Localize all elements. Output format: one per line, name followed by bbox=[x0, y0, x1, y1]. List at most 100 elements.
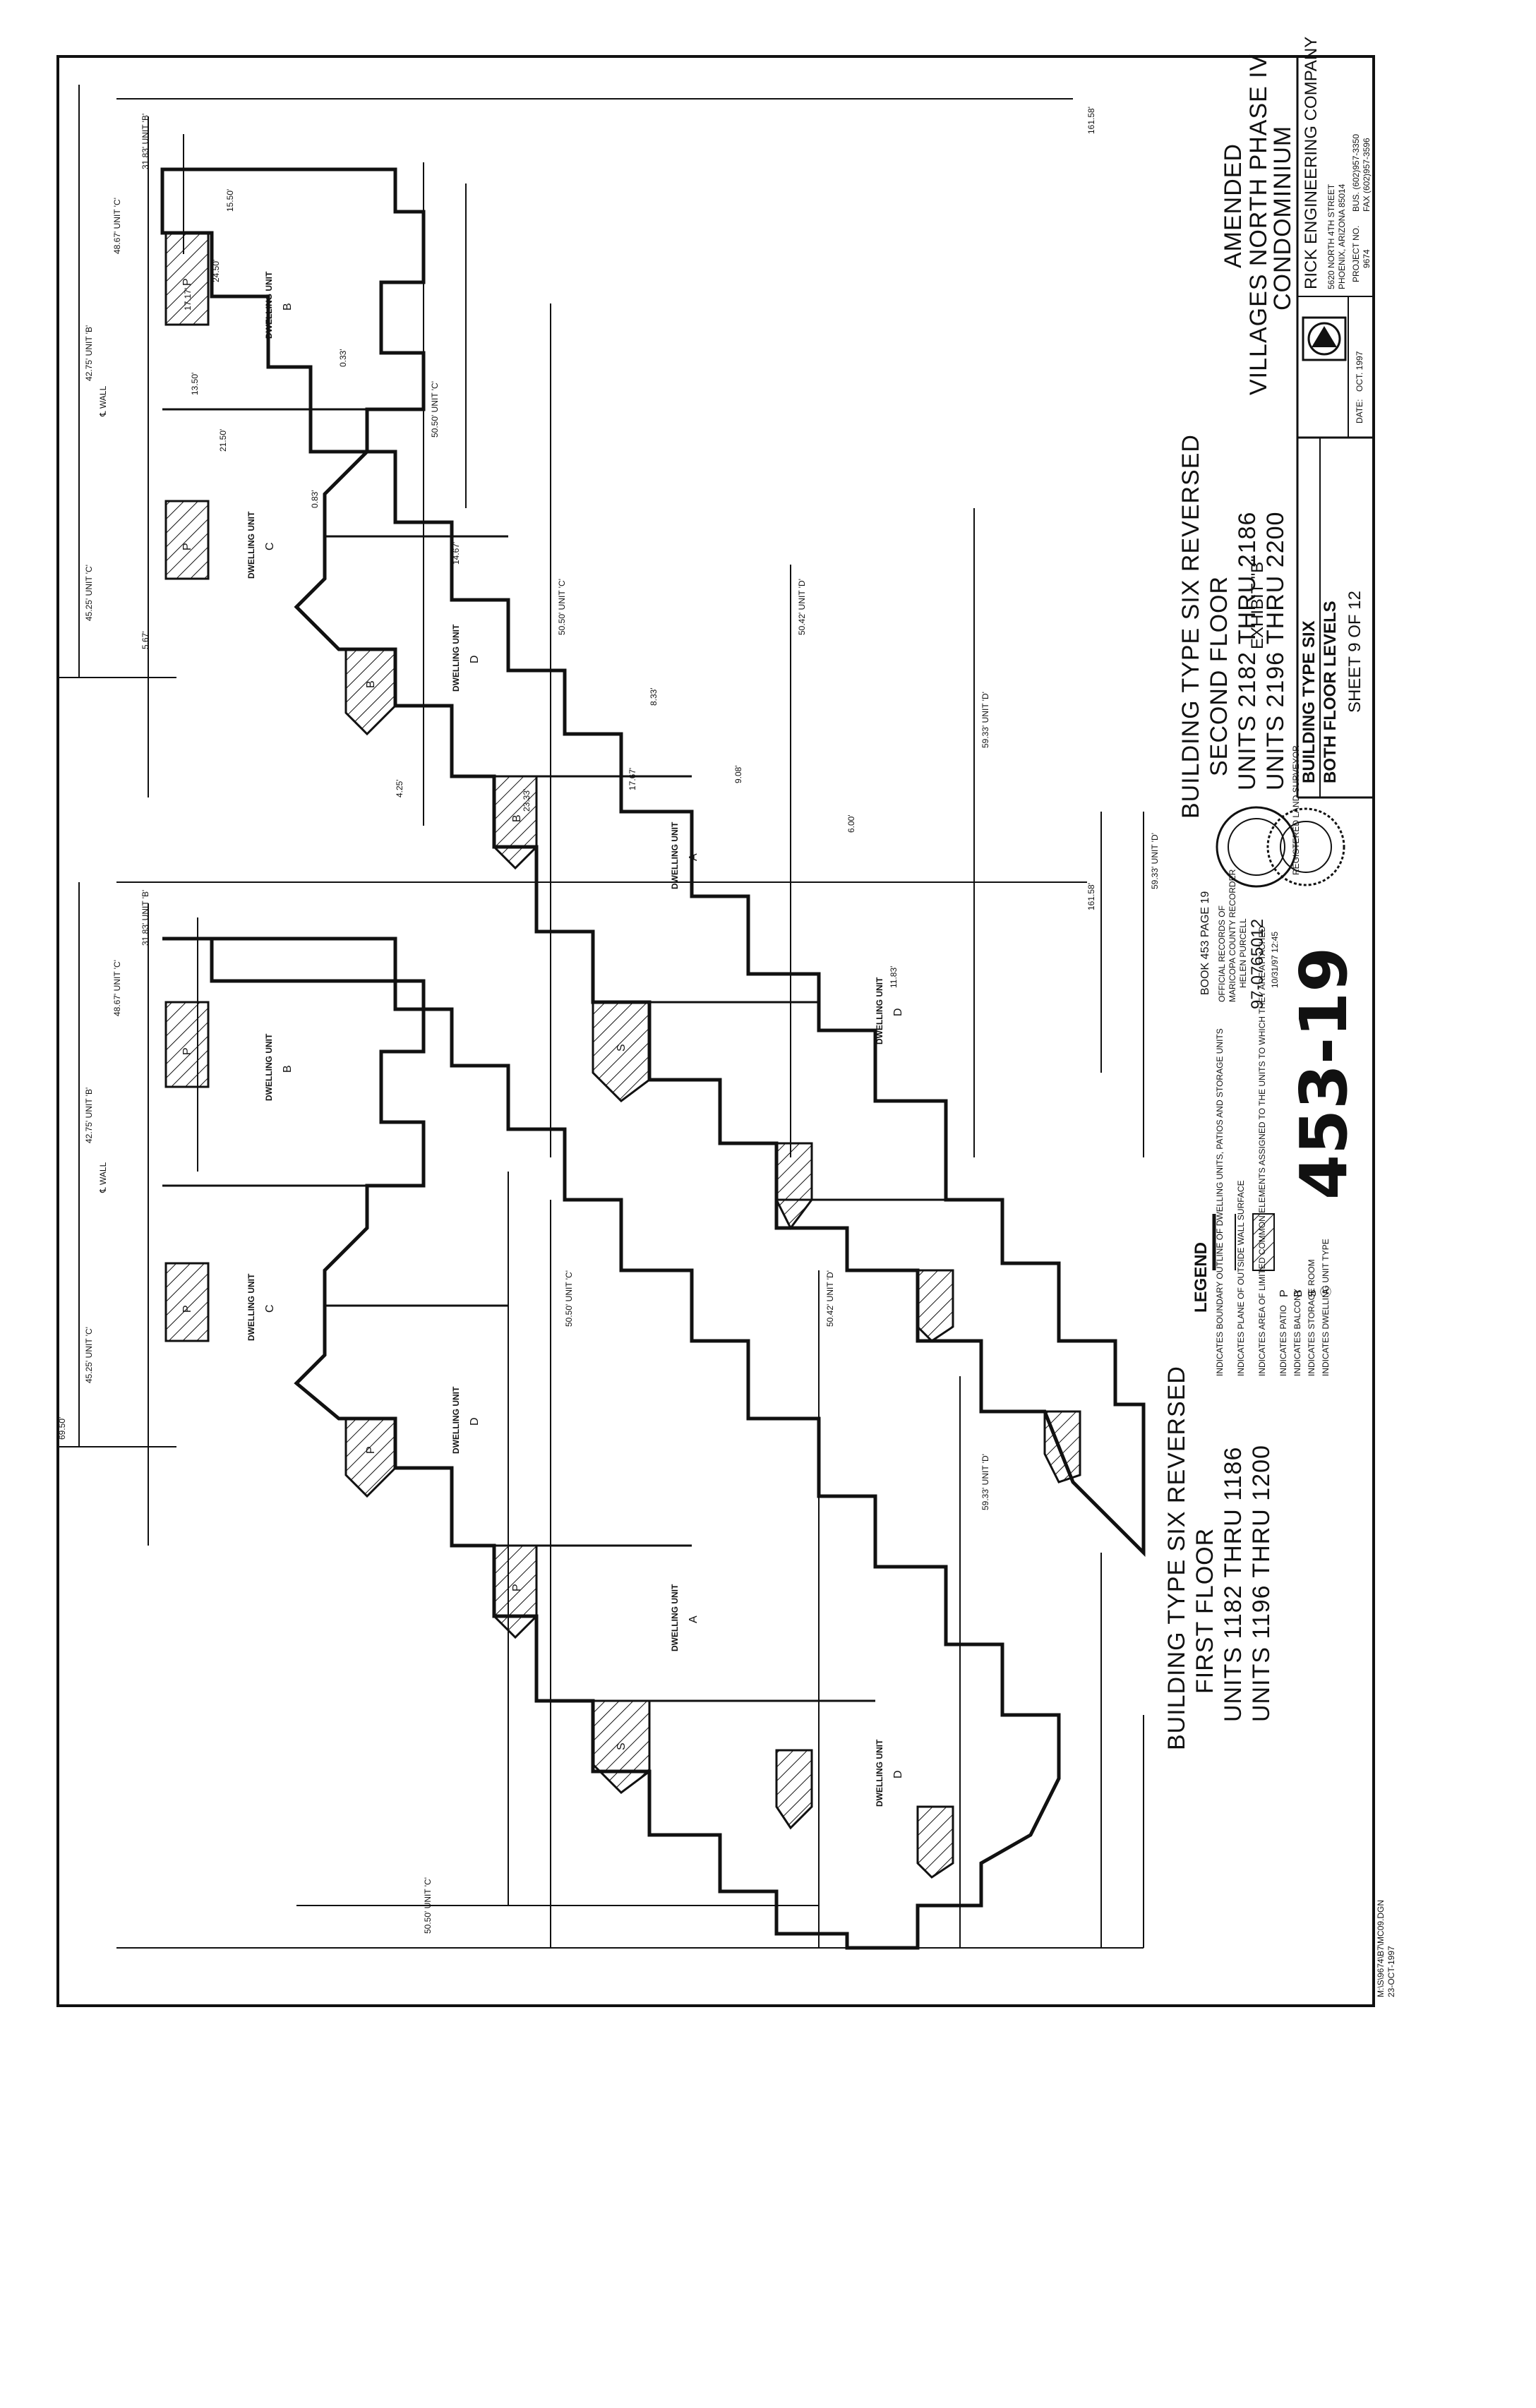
dim-50-42-unit-d: 50.42' UNIT 'D' bbox=[797, 578, 807, 635]
dim-8-33: 8.33' bbox=[649, 687, 659, 706]
recording-records-3: HELEN PURCELL bbox=[1238, 918, 1248, 988]
handwritten-book-page: 453-19 bbox=[1286, 946, 1362, 1200]
dwelling-unit-label: DWELLING UNIT bbox=[246, 511, 256, 579]
project-condo: CONDOMINIUM bbox=[1269, 125, 1296, 311]
unit-type-badge: A bbox=[688, 853, 700, 861]
recording-records-2: MARICOPA COUNTY RECORDER bbox=[1228, 869, 1237, 1002]
patio-code: P bbox=[181, 543, 193, 550]
recorder-seal-icon bbox=[1216, 806, 1297, 888]
patio-code: P bbox=[181, 278, 193, 286]
recording-dated: 10/31/97 12:45 bbox=[1270, 931, 1280, 988]
dim-overall-width-first: 161.58' bbox=[1086, 883, 1096, 910]
sheet-title-1: BUILDING TYPE SIX bbox=[1300, 620, 1319, 783]
legend-item-7: INDICATES DWELLING UNIT TYPE bbox=[1321, 1239, 1331, 1376]
dim-6-00: 6.00' bbox=[846, 814, 856, 833]
dwelling-unit-label: DWELLING UNIT bbox=[246, 1273, 256, 1341]
storage-code: S bbox=[616, 1742, 628, 1750]
first-floor-outline bbox=[162, 937, 1061, 1950]
unit-type-badge: C bbox=[264, 542, 276, 550]
unit-type-badge: B bbox=[282, 303, 294, 311]
unit-type-badge: D bbox=[469, 1417, 481, 1426]
recording-book: BOOK 453 PAGE 19 bbox=[1199, 891, 1211, 995]
patio-code: P bbox=[181, 1047, 193, 1055]
first-floor-units-2: UNITS 1196 THRU 1200 bbox=[1248, 1445, 1275, 1722]
dim-unit-b-depth-first: 42.75' UNIT 'B' bbox=[84, 1087, 94, 1143]
unit-dividing-walls bbox=[162, 408, 1002, 1702]
unit-type-badge: D bbox=[892, 1770, 904, 1778]
patio-code: P bbox=[365, 1446, 377, 1454]
dim-15-50: 15.50' bbox=[225, 188, 235, 212]
company-fax: FAX (602)957-3596 bbox=[1362, 138, 1372, 212]
dim-23-33: 23.33' bbox=[522, 788, 532, 812]
company-address-2: PHOENIX, ARIZONA 85014 bbox=[1337, 183, 1347, 289]
dim-overall-height: 69.50' bbox=[57, 1416, 67, 1440]
dim-0-33: 0.33' bbox=[338, 349, 348, 367]
unit-type-badge: C bbox=[264, 1304, 276, 1313]
second-floor-units-2: UNITS 2196 THRU 2200 bbox=[1262, 511, 1289, 790]
dim-11-83: 11.83' bbox=[889, 965, 899, 988]
second-floor-title: BUILDING TYPE SIX REVERSED bbox=[1177, 434, 1204, 819]
sheet-title-2: BOTH FLOOR LEVELS bbox=[1321, 601, 1340, 783]
date-label: DATE: bbox=[1355, 399, 1364, 423]
exhibit-label: EXHIBIT "B" bbox=[1248, 555, 1267, 649]
second-floor-units-1: UNITS 2182 THRU 2186 bbox=[1234, 511, 1261, 790]
dim-24-50: 24.50' bbox=[211, 259, 221, 282]
dim-50-50-unit-c-2: 50.50' UNIT 'C' bbox=[557, 578, 567, 635]
dim-unit-b-width-first: 31.83' UNIT 'B' bbox=[140, 889, 150, 946]
dim-0-83: 0.83' bbox=[310, 490, 320, 508]
dim-unit-c-depth-first: 45.25' UNIT 'C' bbox=[84, 1326, 94, 1383]
storage-code: S bbox=[616, 1044, 628, 1052]
legend-item-4: INDICATES PATIO bbox=[1278, 1305, 1288, 1376]
dim-59-33-unit-d-2: 59.33' UNIT 'D' bbox=[1150, 832, 1160, 889]
company-bus: BUS. (602)957-3350 bbox=[1351, 133, 1361, 212]
legend-item-6: INDICATES STORAGE ROOM bbox=[1307, 1259, 1316, 1376]
company-name: RICK ENGINEERING COMPANY bbox=[1302, 36, 1321, 289]
seal-text: REGISTERED LAND SURVEYOR bbox=[1291, 745, 1301, 875]
dim-unit-c-width: 48.67' UNIT 'C' bbox=[112, 197, 122, 254]
surveyor-seal-icon bbox=[1266, 807, 1345, 886]
company-address-1: 5620 NORTH 4TH STREET bbox=[1326, 183, 1336, 289]
first-floor-level: FIRST FLOOR bbox=[1192, 1527, 1218, 1694]
dim-5-67: 5.67' bbox=[140, 631, 150, 649]
date-value: OCT. 1997 bbox=[1355, 351, 1364, 392]
unit-type-badge: D bbox=[469, 655, 481, 663]
unit-type-badge: D bbox=[892, 1008, 904, 1016]
legend-item-1: INDICATES BOUNDARY OUTLINE OF DWELLING U… bbox=[1215, 1028, 1225, 1376]
file-ref-path: M:\S\9674\B7\MC09.DGN bbox=[1376, 1899, 1386, 1997]
dwelling-unit-label: DWELLING UNIT bbox=[875, 977, 884, 1045]
dim-9-08: 9.08' bbox=[733, 765, 743, 783]
sheet-number: SHEET 9 OF 12 bbox=[1345, 591, 1364, 713]
dimension-lines-second-floor bbox=[58, 85, 1144, 1157]
file-ref-date: 23-OCT-1997 bbox=[1386, 1946, 1396, 1997]
dim-unit-c-depth: 45.25' UNIT 'C' bbox=[84, 564, 94, 621]
balcony-code: B bbox=[511, 814, 523, 822]
patio-code: P bbox=[511, 1584, 523, 1591]
patio-code: P bbox=[181, 1305, 193, 1313]
dim-50-50-unit-c: 50.50' UNIT 'C' bbox=[430, 380, 440, 438]
unit-type-badge: B bbox=[282, 1065, 294, 1073]
dim-50-50-unit-c-first: 50.50' UNIT 'C' bbox=[564, 1270, 574, 1327]
dwelling-unit-label: DWELLING UNIT bbox=[670, 821, 680, 889]
dim-13-50: 13.50' bbox=[190, 372, 200, 395]
recording-docnum: 97-0765012 bbox=[1248, 918, 1267, 1009]
dim-50-50-bottom: 50.50' UNIT 'C' bbox=[423, 1877, 433, 1934]
project-name: VILLAGES NORTH PHASE IV bbox=[1245, 54, 1272, 395]
dwelling-unit-label: DWELLING UNIT bbox=[264, 1033, 274, 1101]
dwelling-unit-label: DWELLING UNIT bbox=[670, 1584, 680, 1651]
dim-unit-b-depth: 42.75' UNIT 'B' bbox=[84, 325, 94, 381]
first-floor-units-1: UNITS 1182 THRU 1186 bbox=[1220, 1446, 1247, 1722]
legend-symbol-patio: P bbox=[1278, 1289, 1290, 1297]
second-floor-outline bbox=[160, 167, 1146, 1558]
dwelling-unit-label: DWELLING UNIT bbox=[451, 1386, 461, 1454]
balcony-code: B bbox=[365, 680, 377, 688]
dim-17-67: 17.67' bbox=[628, 767, 637, 790]
legend-item-2: INDICATES PLANE OF OUTSIDE WALL SURFACE bbox=[1236, 1180, 1246, 1376]
legend-symbols bbox=[1212, 1213, 1275, 1271]
second-floor-limited-common-areas bbox=[164, 231, 1081, 1483]
company-logo-icon bbox=[1302, 316, 1347, 361]
legend-title: LEGEND bbox=[1192, 1241, 1211, 1313]
project-no: 9674 bbox=[1362, 249, 1372, 268]
dim-14-67: 14.67' bbox=[451, 541, 461, 565]
project-amended: AMENDED bbox=[1220, 143, 1247, 268]
